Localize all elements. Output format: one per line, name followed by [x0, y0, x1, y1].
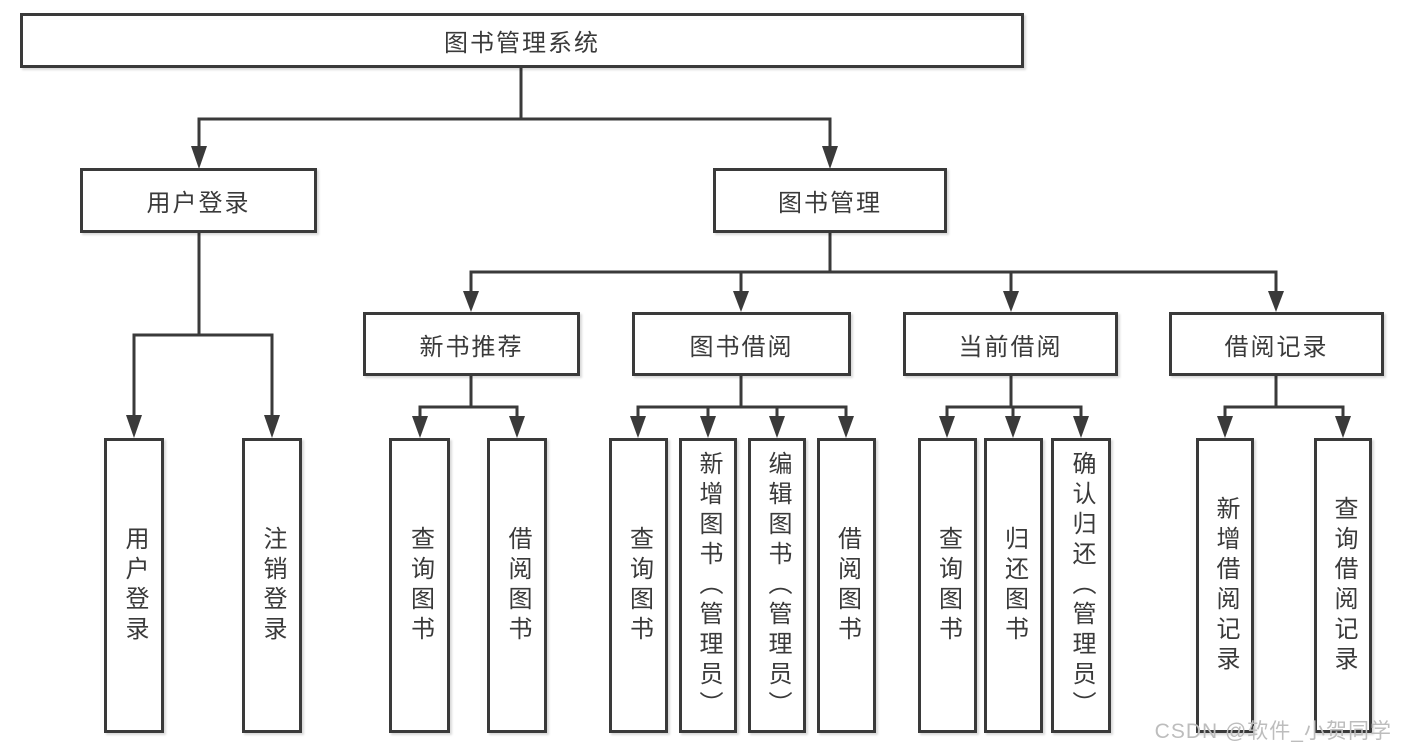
leaf-user-login-label: 用户登录	[121, 525, 148, 646]
node-library-system-label: 图书管理系统	[444, 30, 600, 57]
node-book-management: 图书管理	[713, 168, 947, 233]
leaf-borrow-edit-book: 编辑图书（管理员）	[748, 438, 806, 733]
leaf-recommend-borrow-book-label: 借阅图书	[504, 525, 531, 646]
watermark: CSDN @软件_小贺同学	[1154, 720, 1392, 743]
leaf-current-confirm-return-label: 确认归还（管理员）	[1068, 450, 1095, 721]
node-new-book-recommend-label: 新书推荐	[419, 333, 524, 361]
leaf-borrow-edit-book-label: 编辑图书（管理员）	[764, 450, 791, 721]
node-book-borrowing-label: 图书借阅	[689, 333, 794, 361]
leaf-borrow-borrow-book-label: 借阅图书	[833, 525, 861, 646]
node-library-system: 图书管理系统	[20, 13, 1024, 68]
leaf-logout: 注销登录	[242, 438, 302, 733]
connector-user-login	[126, 233, 280, 438]
leaf-current-confirm-return: 确认归还（管理员）	[1051, 438, 1111, 733]
connector-current-borrowing	[939, 376, 1089, 438]
leaf-current-query-book-label: 查询图书	[934, 525, 962, 646]
node-book-borrowing: 图书借阅	[632, 312, 851, 376]
leaf-borrow-query-book: 查询图书	[609, 438, 668, 733]
node-current-borrowing: 当前借阅	[903, 312, 1118, 376]
leaf-current-return-book-label: 归还图书	[1000, 525, 1028, 646]
leaf-records-add-record-label: 新增借阅记录	[1212, 495, 1239, 676]
leaf-recommend-query-book: 查询图书	[389, 438, 450, 733]
leaf-records-query-record-label: 查询借阅记录	[1330, 495, 1357, 676]
connector-book-borrowing	[630, 376, 854, 438]
node-borrowing-records: 借阅记录	[1169, 312, 1384, 376]
node-current-borrowing-label: 当前借阅	[958, 333, 1063, 361]
leaf-borrow-add-book-label: 新增图书（管理员）	[695, 450, 722, 721]
leaf-logout-label: 注销登录	[259, 525, 286, 646]
leaf-recommend-query-book-label: 查询图书	[406, 525, 434, 646]
node-user-login: 用户登录	[80, 168, 317, 233]
leaf-recommend-borrow-book: 借阅图书	[487, 438, 547, 733]
leaf-borrow-query-book-label: 查询图书	[625, 525, 653, 646]
leaf-current-return-book: 归还图书	[984, 438, 1043, 733]
leaf-borrow-add-book: 新增图书（管理员）	[679, 438, 737, 733]
leaf-records-query-record: 查询借阅记录	[1314, 438, 1372, 733]
leaf-borrow-borrow-book: 借阅图书	[817, 438, 876, 733]
leaf-user-login: 用户登录	[104, 438, 164, 733]
node-book-management-label: 图书管理	[778, 190, 882, 217]
node-user-login-label: 用户登录	[146, 190, 251, 217]
connector-borrowing-records	[1217, 376, 1351, 438]
leaf-records-add-record: 新增借阅记录	[1196, 438, 1254, 733]
leaf-current-query-book: 查询图书	[918, 438, 977, 733]
node-borrowing-records-label: 借阅记录	[1224, 333, 1329, 361]
connector-book-management	[463, 233, 1284, 312]
connector-new-book-recommend	[412, 376, 525, 438]
node-new-book-recommend: 新书推荐	[363, 312, 580, 376]
connector-root	[191, 68, 838, 169]
